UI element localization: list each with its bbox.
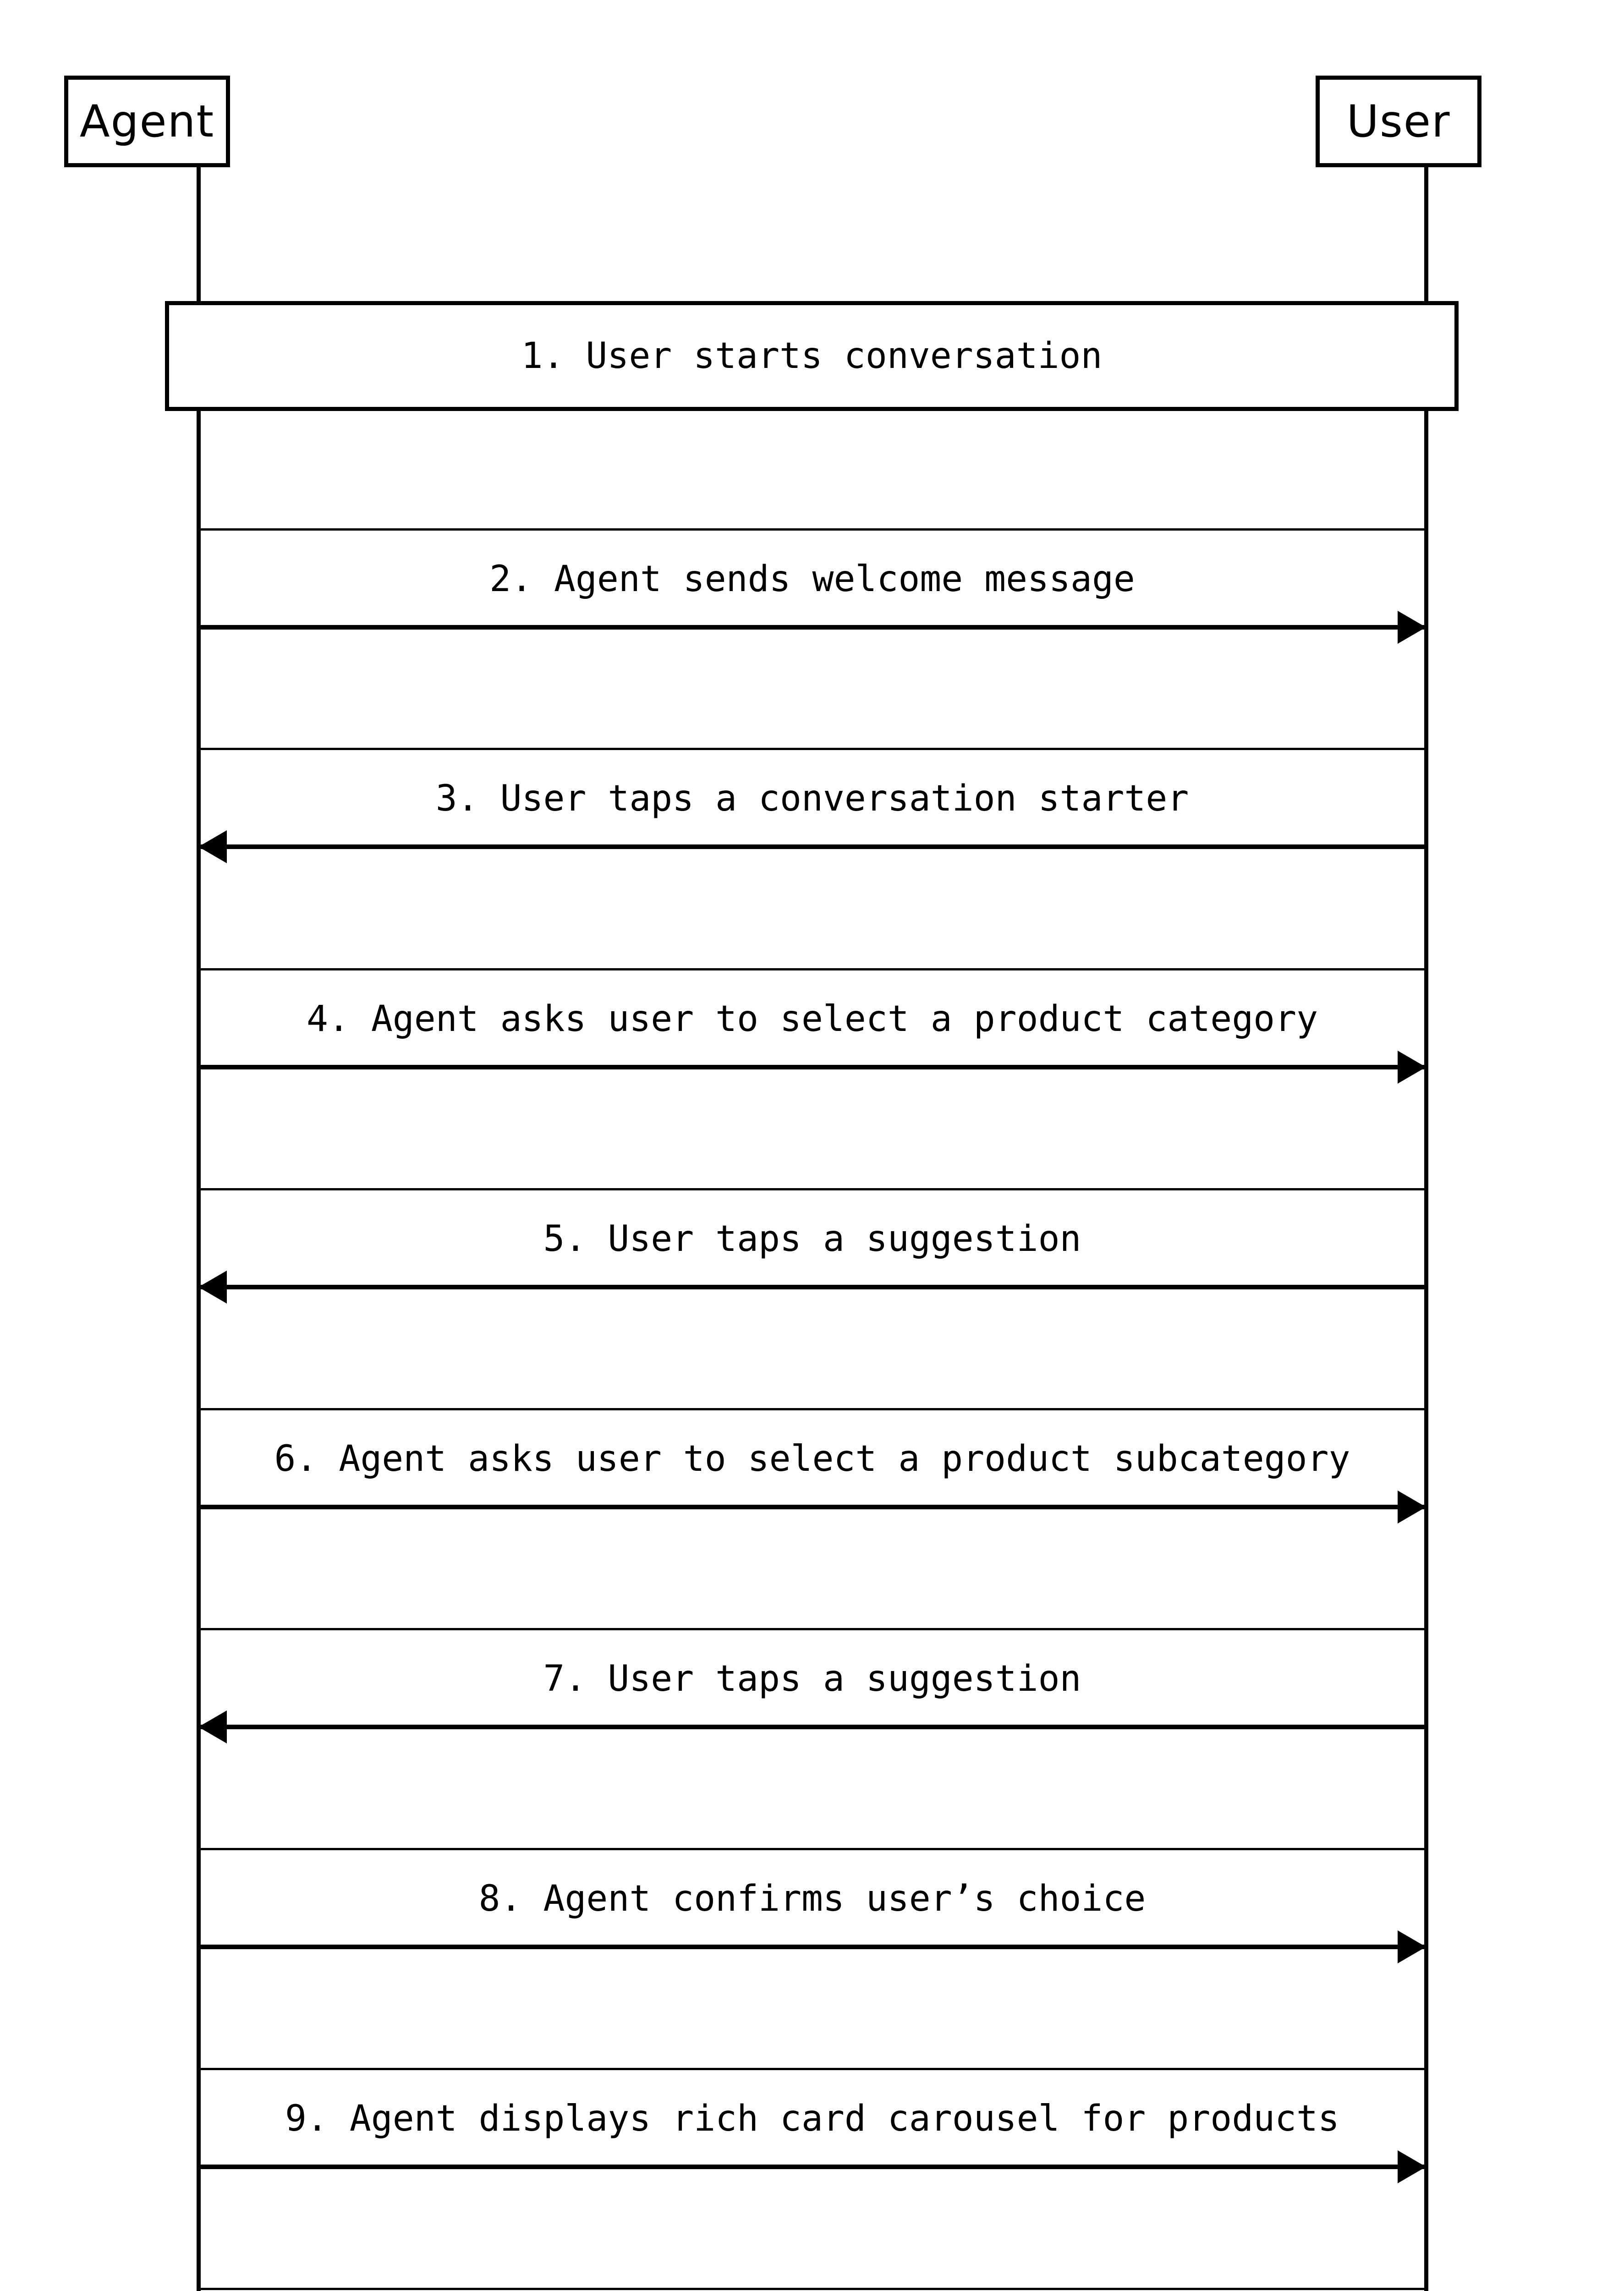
arrowhead-right-icon (1398, 1051, 1426, 1084)
message-label-line: 8. Agent confirms user’s choice (478, 1878, 1146, 1919)
message-label-4: 4. Agent asks user to select a product c… (198, 995, 1426, 1043)
message-label-line: 5. User taps a suggestion (543, 1218, 1081, 1260)
message-line (198, 1065, 1426, 1069)
participant-label: Agent (79, 96, 215, 147)
row-divider (196, 2068, 1428, 2070)
message-label-7: 7. User taps a suggestion (198, 1655, 1426, 1703)
message-label-6: 6. Agent asks user to select a product s… (198, 1435, 1426, 1483)
message-line (198, 1725, 1426, 1729)
message-line (198, 1505, 1426, 1509)
message-label-3: 3. User taps a conversation starter (198, 775, 1426, 822)
message-label-5: 5. User taps a suggestion (198, 1215, 1426, 1263)
message-line (198, 1285, 1426, 1289)
message-label-line: 3. User taps a conversation starter (435, 778, 1189, 819)
arrowhead-right-icon (1398, 2150, 1426, 2183)
message-label-8: 8. Agent confirms user’s choice (198, 1875, 1426, 1923)
arrowhead-left-icon (198, 1271, 227, 1304)
arrowhead-left-icon (198, 1710, 227, 1743)
step-box-1: 1. User starts conversation (165, 301, 1459, 411)
row-divider (196, 1408, 1428, 1410)
row-divider (196, 748, 1428, 750)
arrowhead-left-icon (198, 830, 227, 863)
message-label-line: 4. Agent asks user to select a product c… (306, 998, 1318, 1040)
row-divider (196, 1188, 1428, 1190)
arrowhead-right-icon (1398, 1491, 1426, 1524)
header-box-agent: Agent (64, 76, 230, 167)
row-divider (196, 1628, 1428, 1630)
arrowhead-right-icon (1398, 1930, 1426, 1963)
arrowhead-right-icon (1398, 611, 1426, 644)
lifeline-agent (196, 167, 201, 2291)
row-divider (196, 528, 1428, 531)
row-divider (196, 968, 1428, 970)
message-label-line: 9. Agent displays rich card carousel for… (285, 2098, 1340, 2139)
lifeline-user (1424, 167, 1428, 2291)
message-label-line: 2. Agent sends welcome message (489, 559, 1135, 600)
message-label-9: 9. Agent displays rich card carousel for… (198, 2095, 1426, 2143)
header-box-user: User (1316, 76, 1481, 167)
row-divider (196, 1848, 1428, 1850)
message-line (198, 844, 1426, 849)
message-line (198, 2165, 1426, 2169)
message-line (198, 625, 1426, 630)
message-label-2: 2. Agent sends welcome message (198, 555, 1426, 603)
message-label-line: 6. Agent asks user to select a product s… (274, 1438, 1350, 1480)
participant-label: User (1346, 96, 1451, 147)
step-label: 1. User starts conversation (521, 335, 1103, 377)
row-divider (196, 2288, 1428, 2290)
message-label-line: 7. User taps a suggestion (543, 1658, 1081, 1699)
message-line (198, 1945, 1426, 1949)
